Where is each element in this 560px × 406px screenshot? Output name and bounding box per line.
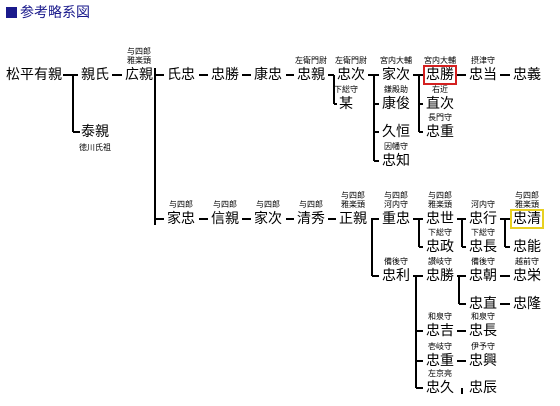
person-ietada: 家忠 bbox=[167, 211, 195, 227]
title-tadamasa_b: 下総守 bbox=[428, 228, 452, 237]
person-tadanaga_a: 忠長 bbox=[469, 239, 497, 255]
person-tadayoshi_b: 忠能 bbox=[513, 239, 541, 255]
person-shigetada: 重忠 bbox=[382, 211, 410, 227]
title-tadaoki: 伊予守 bbox=[471, 342, 495, 351]
title-tadakatsu_c: 讃岐守 bbox=[428, 257, 452, 266]
person-hisatsune: 久恒 bbox=[382, 124, 410, 140]
person-tadatsugu: 忠次 bbox=[337, 67, 365, 83]
title-tadachika: 左衛門尉 bbox=[295, 56, 327, 65]
person-yasuchika: 泰親 bbox=[81, 124, 109, 140]
highlight-box-tadakiyo bbox=[510, 209, 544, 229]
person-tadanaga_b: 忠長 bbox=[469, 323, 497, 339]
person-ietsugu_a: 家次 bbox=[382, 67, 410, 83]
person-tadamasa_b: 忠政 bbox=[426, 239, 454, 255]
person-tadayo: 忠世 bbox=[426, 211, 454, 227]
person-tadatoshi: 忠利 bbox=[382, 268, 410, 284]
title-tadatomo: 因幡守 bbox=[384, 142, 408, 151]
person-tadashige_b: 忠重 bbox=[426, 353, 454, 369]
page-title: 参考略系図 bbox=[20, 5, 90, 21]
person-tadayuki: 忠行 bbox=[469, 211, 497, 227]
person-yasutoshi: 康俊 bbox=[382, 96, 410, 112]
person-ietsugu_b: 家次 bbox=[254, 211, 282, 227]
person-tadamasa_a: 忠当 bbox=[469, 67, 497, 83]
person-tadahisa: 忠久 bbox=[426, 380, 454, 396]
person-matsudaira_arichika: 松平有親 bbox=[6, 67, 62, 83]
title-tadanaga_a: 下総守 bbox=[471, 228, 495, 237]
person-tadatsugu_b: 直次 bbox=[426, 96, 454, 112]
title-tadatomo_b: 備後守 bbox=[471, 257, 495, 266]
person-tadataka: 忠隆 bbox=[513, 296, 541, 312]
person-tadanao: 忠直 bbox=[469, 296, 497, 312]
title-tadakiyo: 与四郎雅楽頭 bbox=[515, 191, 539, 209]
person-masachika: 正親 bbox=[339, 211, 367, 227]
note-yasuchika: 徳川氏祖 bbox=[79, 143, 111, 152]
person-bou: 某 bbox=[339, 96, 353, 112]
title-ietada: 与四郎 bbox=[169, 200, 193, 209]
title-tadatoshi: 備後守 bbox=[384, 257, 408, 266]
header-square-icon bbox=[6, 6, 17, 18]
title-tadahisa: 左京亮 bbox=[428, 369, 452, 378]
title-nobuchika: 与四郎 bbox=[213, 200, 237, 209]
person-nobuchika: 信親 bbox=[211, 211, 239, 227]
person-ujitada: 氏忠 bbox=[167, 67, 195, 83]
title-tadayuki: 河内守 bbox=[471, 200, 495, 209]
title-bou: 下総守 bbox=[334, 85, 358, 94]
person-chikauji: 親氏 bbox=[81, 67, 109, 83]
title-tadatsugu: 左衛門尉 bbox=[335, 56, 367, 65]
person-yasutada: 康忠 bbox=[254, 67, 282, 83]
title-tadanaga_b: 和泉守 bbox=[471, 312, 495, 321]
title-ietsugu_a: 宮内大輔 bbox=[380, 56, 412, 65]
title-ietsugu_b: 与四郎 bbox=[256, 200, 280, 209]
person-tadatomo_b: 忠朝 bbox=[469, 268, 497, 284]
person-tadakatsu_c: 忠勝 bbox=[426, 268, 454, 284]
person-tadaoki: 忠興 bbox=[469, 353, 497, 369]
person-tadayoshi: 忠義 bbox=[513, 67, 541, 83]
person-tadahide: 忠栄 bbox=[513, 268, 541, 284]
person-hirochika: 広親 bbox=[125, 67, 153, 83]
title-tadayo: 与四郎雅楽頭 bbox=[428, 191, 452, 209]
title-tadashige_b: 壱岐守 bbox=[428, 342, 452, 351]
title-tadamasa_a: 摂津守 bbox=[471, 56, 495, 65]
person-tadayoshi_c: 忠吉 bbox=[426, 323, 454, 339]
title-kiyohide: 与四郎 bbox=[299, 200, 323, 209]
person-tadashige_a: 忠重 bbox=[426, 124, 454, 140]
person-tadakatsu_a: 忠勝 bbox=[211, 67, 239, 83]
person-tadachika: 忠親 bbox=[297, 67, 325, 83]
person-tadatomo: 忠知 bbox=[382, 153, 410, 169]
title-shigetada: 与四郎河内守 bbox=[384, 191, 408, 209]
diagram-header: 参考略系図 bbox=[6, 3, 90, 21]
person-kiyohide: 清秀 bbox=[297, 211, 325, 227]
title-tadashige_a: 長門守 bbox=[428, 113, 452, 122]
highlight-box-tadakatsu_b bbox=[423, 65, 457, 85]
title-masachika: 与四郎雅楽頭 bbox=[341, 191, 365, 209]
title-tadakatsu_b: 宮内大輔 bbox=[424, 56, 456, 65]
title-hirochika: 与四郎雅楽頭 bbox=[127, 47, 151, 65]
title-tadatsugu_b: 右近 bbox=[432, 85, 448, 94]
person-tadakiyo: 忠清 bbox=[513, 211, 541, 227]
title-tadayoshi_c: 和泉守 bbox=[428, 312, 452, 321]
person-tadatoki: 忠辰 bbox=[469, 380, 497, 396]
title-yasutoshi: 鎌殿助 bbox=[384, 85, 408, 94]
title-tadahide: 越前守 bbox=[515, 257, 539, 266]
person-tadakatsu_b: 忠勝 bbox=[426, 67, 454, 83]
